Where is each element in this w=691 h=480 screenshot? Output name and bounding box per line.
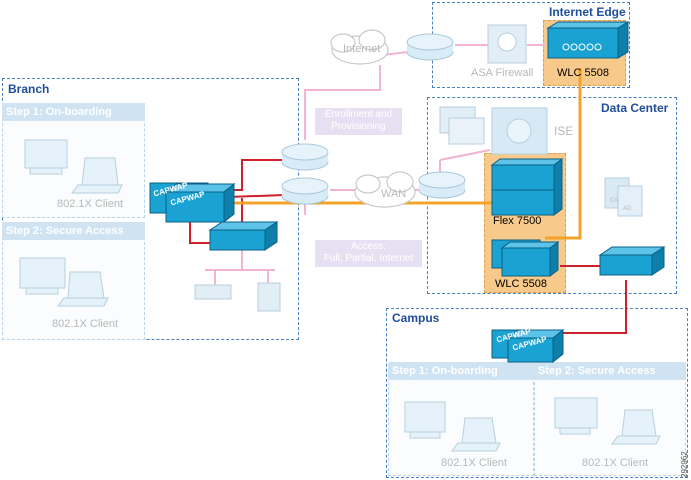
data-center-title: Data Center <box>601 101 669 115</box>
router-branch-top <box>281 143 329 171</box>
asa-firewall-label: ASA Firewall <box>471 67 534 79</box>
flex-7500-device <box>490 158 564 216</box>
wan-label: WAN <box>381 188 407 200</box>
router-data-center <box>418 171 466 199</box>
pink-links <box>205 44 545 285</box>
campus-region <box>386 308 688 478</box>
campus-step2-header: Step 2: Secure Access <box>534 362 686 380</box>
figure-id: 292962 <box>680 451 689 478</box>
branch-title: Branch <box>8 82 50 96</box>
router-internet-edge <box>406 33 454 61</box>
internet-cloud <box>330 29 389 65</box>
wlc-dc-device <box>491 239 560 277</box>
access-box: Access: Full, Partial, Internet <box>315 240 422 267</box>
asa-firewall-device <box>487 24 527 64</box>
campus-step1-client-label: 802.1X Client <box>441 457 508 469</box>
flex-label: Flex 7500 <box>493 215 542 227</box>
router-branch-bottom <box>281 177 329 205</box>
ise-servers <box>439 106 548 155</box>
access-line2: Full, Partial, Internet <box>323 253 414 264</box>
branch-step1-header: Step 1: On-boarding <box>2 103 145 121</box>
enrollment-line2: Provisioning <box>331 121 386 132</box>
internet-label: Internet <box>343 43 381 55</box>
ise-label: ISE <box>554 124 574 138</box>
branch-ap-stack <box>149 182 236 224</box>
enrollment-line1: Enrollment and <box>324 109 393 120</box>
dc-switch-device <box>598 246 666 276</box>
access-line1: Access: <box>350 241 386 252</box>
branch-step2-clients <box>19 257 109 307</box>
wlc-edge-device <box>546 21 630 59</box>
enrollment-box: Enrollment and Provisioning <box>315 108 402 135</box>
branch-step1-client-label: 802.1X Client <box>57 198 124 210</box>
campus-ap-stack <box>491 328 565 364</box>
ad-ca-servers <box>604 177 643 217</box>
wlc-dc-label: WLC 5508 <box>495 278 547 290</box>
branch-step1-clients <box>24 139 123 194</box>
campus-step2-client-label: 802.1X Client <box>582 457 649 469</box>
red-links <box>189 159 627 334</box>
wan-cloud <box>354 171 416 208</box>
internet-edge-title: Internet Edge <box>549 5 626 19</box>
ca-label: CA <box>610 198 619 204</box>
campus-step2-clients <box>554 397 661 445</box>
campus-title: Campus <box>392 311 440 325</box>
campus-step1-header: Step 1: On-boarding <box>388 362 534 380</box>
campus-step1-clients <box>404 401 501 452</box>
ad-label: AD <box>623 206 632 212</box>
branch-step2-client-label: 802.1X Client <box>52 318 119 330</box>
wlc-edge-label: WLC 5508 <box>557 67 609 79</box>
branch-step2-header: Step 2: Secure Access <box>2 222 145 240</box>
branch-peripherals <box>194 282 281 312</box>
branch-switch-device <box>208 221 279 251</box>
